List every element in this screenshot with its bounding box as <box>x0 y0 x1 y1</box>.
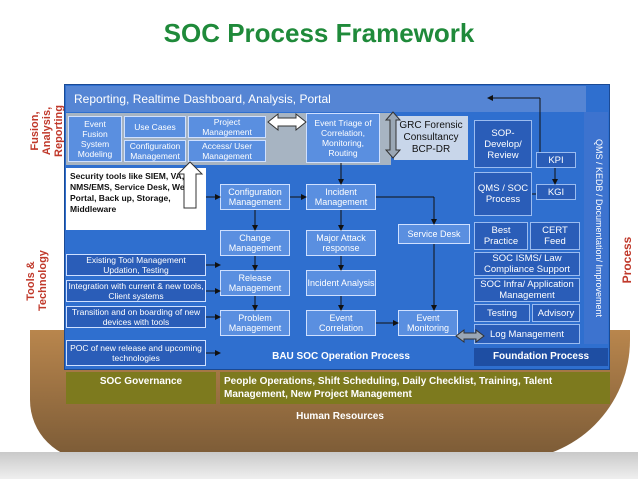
block-arrow-bottom <box>455 329 485 343</box>
advisory-box: Advisory <box>532 304 580 322</box>
process-problem-management: Problem Management <box>220 310 290 336</box>
reporting-header: Reporting, Realtime Dashboard, Analysis,… <box>66 86 586 112</box>
human-resources-label: Human Resources <box>296 411 384 422</box>
event-fusion-cell: Event Fusion System Modeling <box>68 116 122 162</box>
tool-item-existing: Existing Tool Management Updation, Testi… <box>66 254 206 276</box>
ship-waterline <box>0 452 638 479</box>
qms-vertical-bar <box>584 112 608 344</box>
process-change-management: Change Management <box>220 230 290 256</box>
foundation-label: Foundation Process <box>474 348 608 366</box>
security-tools-box: Security tools like SIEM, VA, NMS/EMS, S… <box>66 168 206 230</box>
project-mgmt-cell: Project Management <box>188 116 266 138</box>
soc-infra-box: SOC Infra/ Application Management <box>474 278 580 302</box>
tool-item-integration: Integration with current & new tools, Cl… <box>66 280 206 302</box>
process-configuration-management: Configuration Management <box>220 184 290 210</box>
process-release-management: Release Management <box>220 270 290 296</box>
sop-develop-box: SOP- Develop/ Review <box>474 120 532 168</box>
tool-item-poc: POC of new release and upcoming technolo… <box>66 340 206 366</box>
use-cases-cell: Use Cases <box>124 116 186 138</box>
block-arrow-left-right <box>267 112 307 132</box>
qms-soc-box: QMS / SOC Process <box>474 172 532 216</box>
config-mgmt-cell: Configuration Management <box>124 140 186 162</box>
page-title: SOC Process Framework <box>163 18 475 48</box>
bau-label: BAU SOC Operation Process <box>272 351 410 362</box>
grc-box: GRC Forensic Consultancy BCP-DR <box>394 116 468 160</box>
testing-box: Testing <box>474 304 530 322</box>
soc-governance-label: SOC Governance <box>99 376 183 387</box>
soc-isms-box: SOC ISMS/ Law Compliance Support <box>474 252 580 276</box>
cert-feed-box: CERT Feed <box>530 222 580 250</box>
best-practice-box: Best Practice <box>474 222 528 250</box>
tool-item-transition: Transition and on boarding of new device… <box>66 306 206 328</box>
event-triage-cell: Event Triage of Correlation, Monitoring,… <box>306 113 380 163</box>
process-service-desk: Service Desk <box>398 224 470 244</box>
access-user-mgmt-cell: Access/ User Management <box>188 140 266 162</box>
block-arrow-up <box>176 161 204 209</box>
arrow-lines <box>206 95 558 356</box>
block-arrow-vertical <box>384 111 402 159</box>
soc-governance-box: SOC Governance <box>66 372 216 404</box>
log-management-box: Log Management <box>474 324 580 344</box>
people-ops-box: People Operations, Shift Scheduling, Dai… <box>220 372 610 404</box>
kpi-box: KPI <box>536 152 576 168</box>
